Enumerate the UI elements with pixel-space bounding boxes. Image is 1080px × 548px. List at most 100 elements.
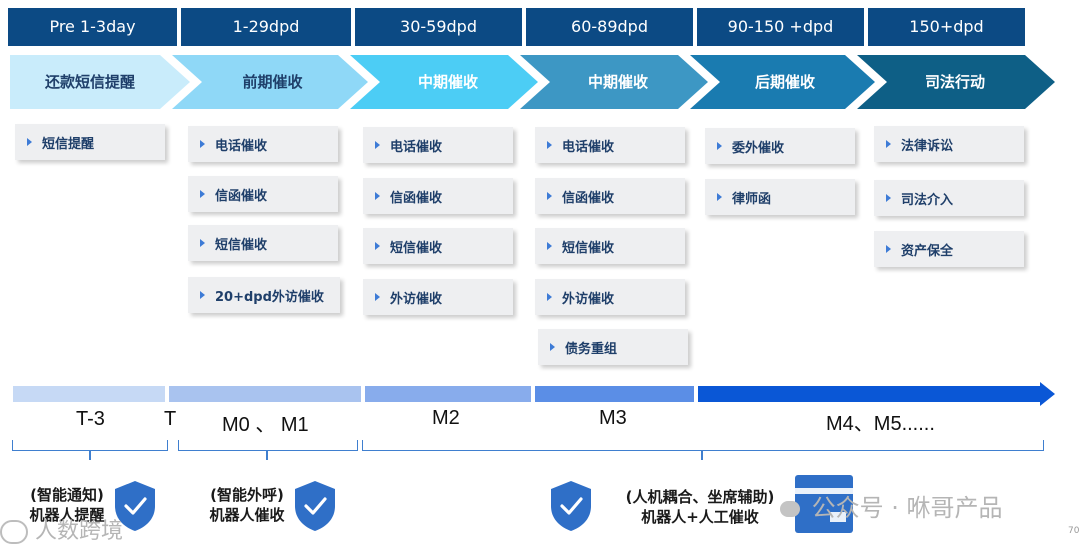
timeline-arrowhead-icon: [1040, 382, 1055, 406]
triangle-bullet-icon: [886, 194, 891, 202]
timeline-label-t: T: [164, 408, 177, 430]
triangle-bullet-icon: [375, 192, 380, 200]
action-card: 短信催收: [363, 228, 513, 264]
robot-call-text: (智能外呼) 机器人催收: [192, 485, 302, 525]
action-card: 资产保全: [874, 231, 1024, 267]
stage-label-middle-2: 中期催收: [587, 73, 648, 91]
brace-right-tick: [701, 451, 703, 460]
action-label: 外访催收: [562, 291, 615, 307]
stage-label-early: 前期催收: [242, 73, 303, 91]
robot-notify-text: (智能通知) 机器人提醒: [12, 485, 122, 525]
brace-middle: [178, 440, 358, 451]
stage-label-judicial: 司法行动: [924, 73, 985, 91]
timeline-label-t3: T-3: [76, 408, 105, 430]
action-card: 法律诉讼: [874, 126, 1024, 162]
stage-chevron-6: [857, 55, 1055, 109]
brace-left: [12, 440, 168, 451]
triangle-bullet-icon: [547, 242, 552, 250]
timeline-segment-m3: [535, 386, 694, 402]
header-90-150dpd: 90-150 +dpd: [697, 8, 864, 46]
timeline-label-m4-m5: M4、M5......: [826, 413, 935, 435]
action-label: 司法介入: [901, 192, 954, 208]
brace-middle-tick: [266, 451, 268, 460]
payment-card-icon: [795, 475, 853, 533]
action-card: 短信催收: [188, 225, 338, 261]
action-label: 短信催收: [562, 240, 615, 256]
action-label: 电话催收: [390, 139, 443, 155]
action-label: 律师函: [732, 191, 772, 207]
header-30-59dpd: 30-59dpd: [355, 8, 522, 46]
triangle-bullet-icon: [27, 138, 32, 146]
stage-chevron-3: [350, 55, 538, 109]
robot-call-line-2: 机器人催收: [209, 506, 285, 524]
triangle-bullet-icon: [200, 291, 205, 299]
hybrid-line-1: (人机耦合、坐席辅助): [625, 488, 775, 506]
action-card: 电话催收: [363, 127, 513, 163]
stage-label-middle-1: 中期催收: [417, 73, 478, 91]
timeline-segment-m0-m1: [169, 386, 361, 402]
stage-chevron-1: [10, 55, 190, 109]
action-card: 信函催收: [363, 178, 513, 214]
header-pre-1-3day: Pre 1-3day: [8, 8, 177, 46]
hybrid-line-2: 机器人+人工催收: [641, 508, 759, 526]
brace-left-tick: [89, 451, 91, 460]
triangle-bullet-icon: [547, 141, 552, 149]
stage-label-late: 后期催收: [754, 73, 815, 91]
action-label: 资产保全: [901, 243, 954, 259]
action-card: 信函催收: [188, 176, 338, 212]
action-label: 短信提醒: [42, 136, 95, 152]
triangle-bullet-icon: [550, 343, 555, 351]
stage-label-sms-reminder: 还款短信提醒: [44, 73, 135, 91]
stage-chevron-2: [172, 55, 368, 109]
action-label: 信函催收: [215, 188, 268, 204]
watermark-left: 人数跨境: [0, 513, 123, 545]
timeline-segment-m4-m5: [698, 386, 1041, 402]
stage-chevron-4: [520, 55, 708, 109]
hybrid-collection-text: (人机耦合、坐席辅助) 机器人+人工催收: [608, 487, 792, 527]
shield-check-icon: [295, 481, 335, 531]
action-card: 外访催收: [535, 279, 685, 315]
stage-chevron-5: [690, 55, 875, 109]
action-card: 短信提醒: [15, 124, 165, 160]
robot-notify-line-2: 机器人提醒: [29, 506, 105, 524]
action-card: 律师函: [705, 179, 855, 215]
robot-call-line-1: (智能外呼): [210, 486, 284, 504]
robot-notify-line-1: (智能通知): [30, 486, 104, 504]
action-label: 法律诉讼: [901, 138, 954, 154]
action-card: 电话催收: [188, 126, 338, 162]
watermark-right: 公众号 · 咻哥产品: [780, 488, 1003, 523]
action-label: 电话催收: [215, 138, 268, 154]
header-60-89dpd: 60-89dpd: [526, 8, 693, 46]
shield-check-icon: [115, 481, 155, 531]
action-card: 信函催收: [535, 178, 685, 214]
action-card: 债务重组: [538, 329, 688, 365]
wechat-logo-icon: [0, 520, 28, 544]
triangle-bullet-icon: [200, 190, 205, 198]
timeline-segment-t3: [13, 386, 165, 402]
action-label: 外访催收: [390, 291, 443, 307]
action-label: 短信催收: [390, 240, 443, 256]
triangle-bullet-icon: [375, 141, 380, 149]
timeline-segment-m2: [365, 386, 531, 402]
action-label: 债务重组: [565, 341, 618, 357]
triangle-bullet-icon: [547, 192, 552, 200]
action-label: 短信催收: [215, 237, 268, 253]
wechat-bubble-icon: [780, 501, 800, 517]
triangle-bullet-icon: [200, 140, 205, 148]
triangle-bullet-icon: [200, 239, 205, 247]
triangle-bullet-icon: [375, 293, 380, 301]
action-label: 委外催收: [732, 140, 785, 156]
action-card: 外访催收: [363, 279, 513, 315]
action-card: 司法介入: [874, 180, 1024, 216]
timeline-label-m3: M3: [599, 407, 627, 429]
triangle-bullet-icon: [717, 142, 722, 150]
header-150plus-dpd: 150+dpd: [868, 8, 1025, 46]
header-1-29dpd: 1-29dpd: [181, 8, 351, 46]
action-label: 信函催收: [390, 190, 443, 206]
shield-check-icon: [551, 481, 591, 531]
action-label: 信函催收: [562, 190, 615, 206]
triangle-bullet-icon: [547, 293, 552, 301]
timeline-label-m2: M2: [432, 407, 460, 429]
action-card: 20+dpd外访催收: [188, 277, 340, 313]
watermark-left-text: 人数跨境: [35, 519, 124, 544]
